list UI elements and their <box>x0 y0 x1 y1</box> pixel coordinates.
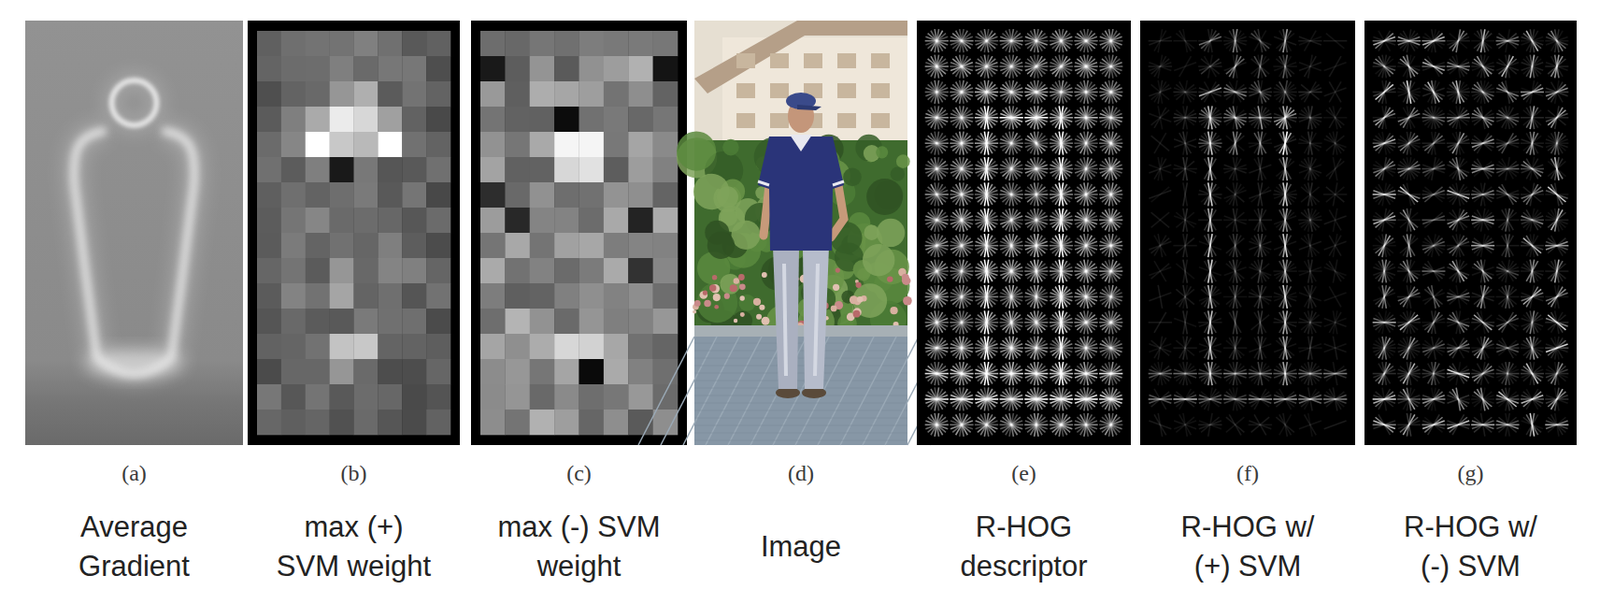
caption-slot: R-HOG w/ (-) SVM <box>1364 507 1577 586</box>
panel-caption: R-HOG w/ (-) SVM <box>1388 507 1553 586</box>
panel-letter: (e) <box>1011 460 1037 486</box>
panel-letter: (c) <box>566 460 592 486</box>
panel-caption: max (+) SVM weight <box>271 507 436 586</box>
caption-slot: R-HOG w/ (+) SVM <box>1140 507 1356 586</box>
letter-slot: (b) <box>247 459 460 486</box>
letter-slot: (c) <box>471 459 687 486</box>
panel-letter: (f) <box>1236 460 1259 486</box>
panel-letter: (a) <box>121 460 147 486</box>
caption-slot: Average Gradient <box>25 507 243 586</box>
caption-slot: max (+) SVM weight <box>247 507 460 586</box>
panel-caption: R-HOG w/ (+) SVM <box>1166 507 1330 586</box>
neg-panel <box>471 20 687 445</box>
panel-letter: (d) <box>787 460 815 486</box>
panel-caption: Image <box>719 527 884 567</box>
caption-slot: max (-) SVM weight <box>471 507 687 586</box>
pos-panel <box>247 20 460 445</box>
letter-slot: (e) <box>916 459 1131 486</box>
panel-caption: Average Gradient <box>52 507 216 586</box>
panel-caption: R-HOG descriptor <box>942 507 1106 586</box>
letter-slot: (d) <box>694 459 908 486</box>
panel-letter: (b) <box>341 460 368 486</box>
letter-slot: (g) <box>1364 459 1577 486</box>
panel-letter: (g) <box>1457 460 1485 486</box>
avg-panel <box>25 20 243 445</box>
hogn-panel <box>1364 20 1577 445</box>
hogp-panel <box>1140 20 1356 445</box>
panel-caption: max (-) SVM weight <box>497 507 661 586</box>
caption-slot: Image <box>694 507 908 586</box>
hog-panel <box>916 20 1131 445</box>
caption-slot: R-HOG descriptor <box>916 507 1131 586</box>
letter-slot: (f) <box>1140 459 1356 486</box>
letter-slot: (a) <box>25 459 243 486</box>
